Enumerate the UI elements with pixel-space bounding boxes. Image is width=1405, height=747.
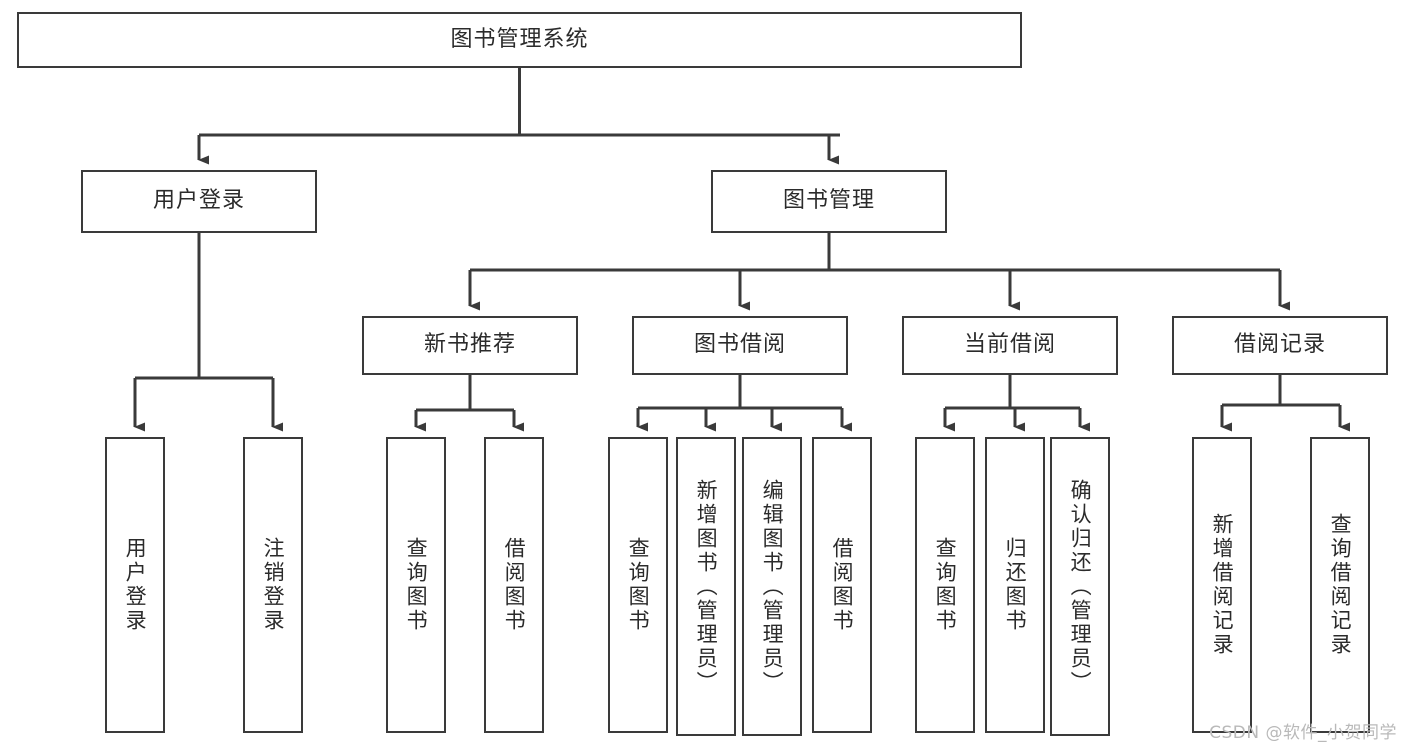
leaf-user-logout-label: 注销登录 (261, 537, 286, 633)
node-new-book-recommend-label: 新书推荐 (423, 332, 516, 358)
leaf-borrow-book-1[interactable]: 借阅图书 (484, 437, 544, 733)
leaf-query-book-1[interactable]: 查询图书 (386, 437, 446, 733)
leaf-query-book-3-label: 查询图书 (933, 537, 958, 633)
leaf-add-book[interactable]: 新增图书（管理员） (676, 437, 736, 736)
leaf-user-logout[interactable]: 注销登录 (243, 437, 303, 733)
node-root[interactable]: 图书管理系统 (17, 12, 1022, 68)
node-user-login-label: 用户登录 (152, 188, 245, 214)
leaf-user-login[interactable]: 用户登录 (105, 437, 165, 733)
node-current-borrow-label: 当前借阅 (963, 332, 1056, 358)
node-book-management[interactable]: 图书管理 (711, 170, 947, 233)
leaf-confirm-return-label: 确认归还（管理员） (1068, 478, 1093, 695)
node-book-borrow[interactable]: 图书借阅 (632, 316, 848, 375)
node-new-book-recommend[interactable]: 新书推荐 (362, 316, 578, 375)
node-borrow-record-label: 借阅记录 (1233, 332, 1326, 358)
node-book-management-label: 图书管理 (782, 188, 875, 214)
leaf-query-book-3[interactable]: 查询图书 (915, 437, 975, 733)
leaf-add-record-label: 新增借阅记录 (1210, 513, 1235, 657)
node-book-borrow-label: 图书借阅 (693, 332, 786, 358)
leaf-query-book-2[interactable]: 查询图书 (608, 437, 668, 733)
leaf-add-record[interactable]: 新增借阅记录 (1192, 437, 1252, 733)
leaf-edit-book-label: 编辑图书（管理员） (760, 478, 785, 695)
leaf-return-book-label: 归还图书 (1003, 537, 1028, 633)
leaf-return-book[interactable]: 归还图书 (985, 437, 1045, 733)
leaf-confirm-return[interactable]: 确认归还（管理员） (1050, 437, 1110, 736)
node-current-borrow[interactable]: 当前借阅 (902, 316, 1118, 375)
node-user-login[interactable]: 用户登录 (81, 170, 317, 233)
leaf-query-record[interactable]: 查询借阅记录 (1310, 437, 1370, 733)
leaf-query-record-label: 查询借阅记录 (1328, 513, 1353, 657)
leaf-borrow-book-2[interactable]: 借阅图书 (812, 437, 872, 733)
leaf-add-book-label: 新增图书（管理员） (694, 478, 719, 695)
leaf-query-book-1-label: 查询图书 (404, 537, 429, 633)
node-root-label: 图书管理系统 (450, 26, 589, 52)
leaf-borrow-book-2-label: 借阅图书 (830, 537, 855, 633)
leaf-borrow-book-1-label: 借阅图书 (502, 537, 527, 633)
node-borrow-record[interactable]: 借阅记录 (1172, 316, 1388, 375)
watermark: CSDN @软件_小贺同学 (1209, 723, 1397, 743)
leaf-query-book-2-label: 查询图书 (626, 537, 651, 633)
leaf-edit-book[interactable]: 编辑图书（管理员） (742, 437, 802, 736)
leaf-user-login-label: 用户登录 (123, 537, 148, 633)
